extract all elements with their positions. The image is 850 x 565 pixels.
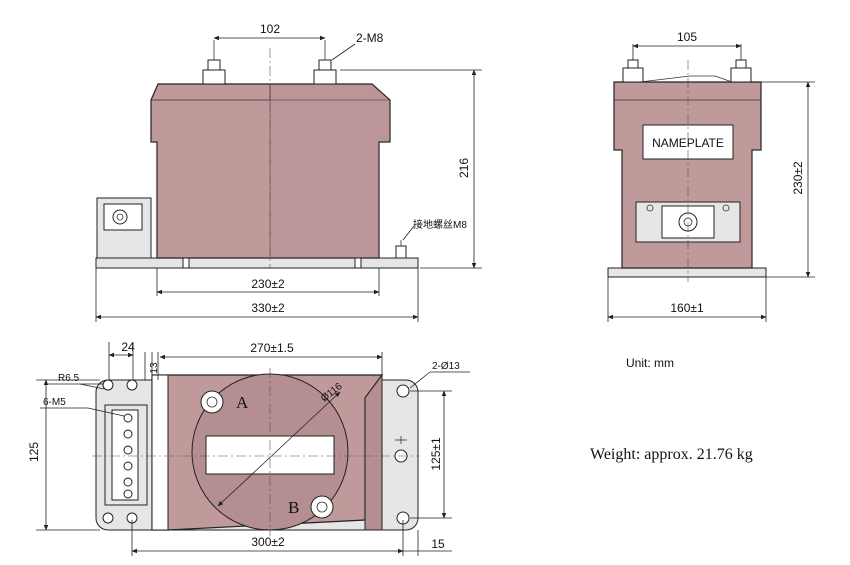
front-secondary-box <box>96 197 152 259</box>
dim-15: 15 <box>431 537 445 551</box>
dim-270: 270±1.5 <box>250 341 294 355</box>
label-r6-5: R6.5 <box>58 373 80 384</box>
ground-screw <box>395 240 407 259</box>
dim-160: 160±1 <box>670 301 704 315</box>
terminal-b <box>310 495 334 519</box>
terminal-a <box>200 390 224 414</box>
front-body <box>150 83 391 259</box>
label-2-m8: 2-M8 <box>356 31 384 45</box>
dim-125-right: 125±1 <box>429 437 443 471</box>
label-6-m5: 6-M5 <box>43 397 66 408</box>
weight-note: Weight: approx. 21.76 kg <box>590 446 753 463</box>
dim-230: 230±2 <box>251 277 285 291</box>
dim-330: 330±2 <box>251 301 285 315</box>
mount-hole <box>102 512 114 524</box>
label-ground-screw: 接地螺丝M8 <box>413 218 467 231</box>
top-view: Ø116 A B <box>27 340 470 556</box>
dim-216: 216 <box>457 158 471 178</box>
mount-hole <box>126 379 138 391</box>
dim-300: 300±2 <box>251 535 285 549</box>
dim-105: 105 <box>677 30 697 44</box>
front-terminal-left <box>202 40 226 85</box>
front-terminal-right <box>313 40 337 85</box>
dim-230-side: 230±2 <box>791 161 805 195</box>
side-view: NAMEPLATE 105 230±2 160±1 <box>607 30 815 322</box>
terminal-b-label: B <box>288 498 299 517</box>
secondary-terminal-block <box>104 404 148 506</box>
side-base <box>607 267 767 278</box>
mount-hole <box>396 384 410 398</box>
dim-24: 24 <box>121 340 135 354</box>
dim-102: 102 <box>260 22 280 36</box>
dim-125-left: 125 <box>27 442 41 462</box>
unit-note: Unit: mm <box>626 356 674 370</box>
front-base-plate <box>95 257 419 269</box>
front-view: 102 2-M8 216 接地螺丝M8 230±2 330±2 <box>95 22 482 322</box>
side-terminal-right <box>730 67 752 83</box>
label-2-d13: 2-Ø13 <box>432 361 460 372</box>
nameplate-text: NAMEPLATE <box>652 136 724 150</box>
mount-hole <box>102 379 114 391</box>
dim-13: 13 <box>149 362 160 374</box>
terminal-a-label: A <box>236 393 249 412</box>
side-terminal-left <box>622 67 644 83</box>
